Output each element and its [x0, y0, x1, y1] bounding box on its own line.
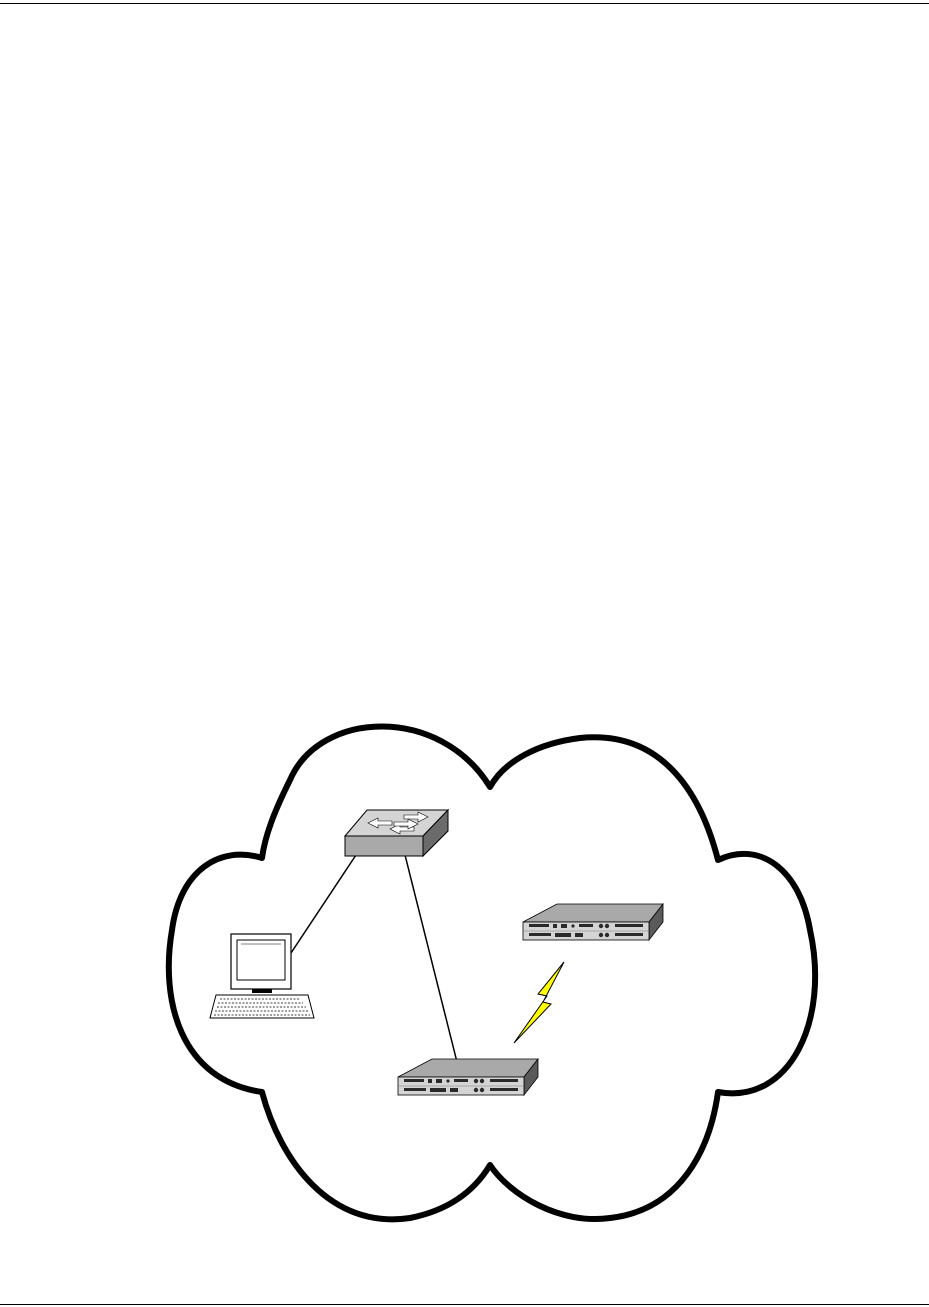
network-diagram	[0, 0, 929, 1307]
